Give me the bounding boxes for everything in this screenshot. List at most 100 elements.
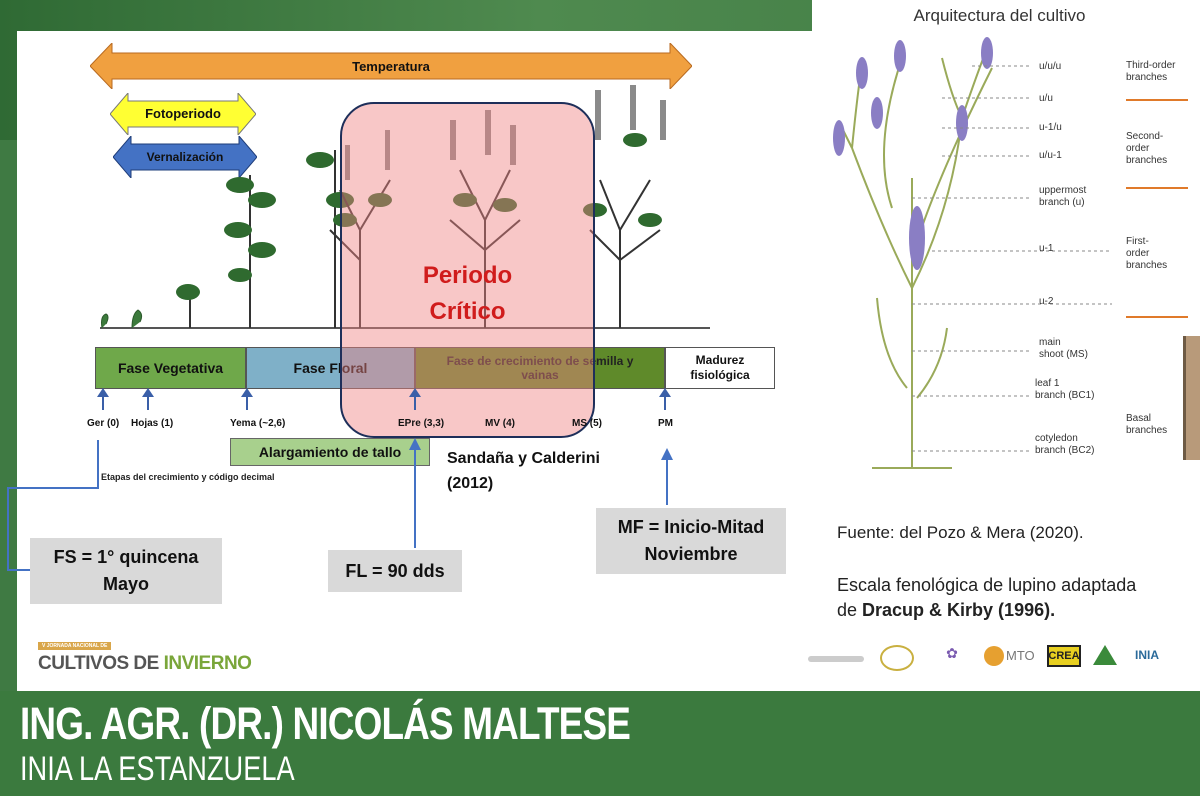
branch-order-second-l1: Second- bbox=[1126, 131, 1164, 142]
stem-elongation-box: Alargamiento de tallo bbox=[230, 438, 430, 466]
phase-seed-growth: Fase de crecimiento de semilla y vainas bbox=[415, 347, 665, 389]
plant-architecture-diagram bbox=[833, 37, 993, 469]
node-label-uuu: u/u/u bbox=[1039, 61, 1062, 72]
critical-period-box bbox=[340, 102, 595, 438]
phase-maturity: Madurez fisiológica bbox=[665, 347, 775, 389]
event-logo-main-a: CULTIVOS DE bbox=[38, 653, 164, 674]
fl-box: FL = 90 dds bbox=[328, 550, 462, 592]
branch-order-third: Third-order branches bbox=[1126, 60, 1175, 84]
logo-flower: ✿ bbox=[946, 645, 958, 661]
stage-arrow-epre bbox=[409, 388, 421, 410]
critical-period-label: Periodo Crítico bbox=[340, 258, 595, 330]
citation-line2: (2012) bbox=[447, 475, 494, 492]
stage-arrow-hojas bbox=[142, 388, 154, 410]
branch-order-first-l2: order bbox=[1126, 248, 1150, 259]
phase-floral-label: Fase Floral bbox=[293, 360, 368, 376]
growth-stages-note: Etapas del crecimiento y código decimal bbox=[101, 472, 275, 482]
branch-divider-1 bbox=[1126, 99, 1188, 101]
node-label-leaf1: leaf 1 branch (BC1) bbox=[1035, 378, 1094, 402]
node-label-main: main shoot (MS) bbox=[1039, 337, 1088, 361]
node-label-u-1: u-1 bbox=[1039, 243, 1054, 254]
node-label-uppermost-l2: branch (u) bbox=[1039, 197, 1085, 208]
source-citation: Fuente: del Pozo & Mera (2020). bbox=[837, 523, 1084, 542]
scale-note-line1: Escala fenológica de lupino adaptada bbox=[837, 575, 1137, 595]
photoperiod-arrow bbox=[110, 93, 256, 135]
mf-line1: MF = Inicio-Mitad bbox=[617, 517, 765, 537]
temperature-arrow bbox=[90, 43, 692, 89]
photo-fragment bbox=[1183, 336, 1200, 460]
stage-label-ger: Ger (0) bbox=[87, 418, 120, 429]
logo-placeholder-1 bbox=[808, 656, 864, 662]
scale-note: Escala fenológica de lupino adaptada de … bbox=[837, 573, 1136, 623]
branch-order-third-l1: Third-order bbox=[1126, 60, 1176, 71]
node-label-cotyledon: cotyledon branch (BC2) bbox=[1035, 433, 1094, 457]
node-label-main-l1: main bbox=[1039, 337, 1061, 348]
stage-label-epre: EPre (3,3) bbox=[398, 418, 445, 429]
branch-divider-3 bbox=[1126, 316, 1188, 318]
branch-divider-2 bbox=[1126, 187, 1188, 189]
critical-period-line1: Periodo bbox=[422, 262, 513, 289]
node-label-leaf1-l1: leaf 1 bbox=[1035, 378, 1060, 389]
temperature-label: Temperatura bbox=[352, 59, 430, 74]
branch-order-third-l2: branches bbox=[1126, 72, 1168, 83]
node-label-cotyledon-l2: branch (BC2) bbox=[1035, 445, 1095, 456]
speaker-banner bbox=[0, 691, 1200, 796]
event-logo: V JORNADA NACIONAL DE CULTIVOS DE INVIER… bbox=[38, 634, 252, 675]
node-label-cotyledon-l1: cotyledon bbox=[1035, 433, 1078, 444]
mf-box: MF = Inicio-Mitad Noviembre bbox=[596, 508, 786, 574]
branch-order-first-l1: First- bbox=[1126, 236, 1149, 247]
architecture-title: Arquitectura del cultivo bbox=[913, 6, 1086, 25]
logo-inia: INIA bbox=[1135, 648, 1159, 662]
logo-circle bbox=[880, 645, 914, 671]
node-label-leaf1-l2: branch (BC1) bbox=[1035, 390, 1095, 401]
stage-label-pm: PM bbox=[658, 418, 673, 429]
fl-line1: FL = 90 dds bbox=[345, 560, 445, 581]
branch-order-first-l3: branches bbox=[1126, 260, 1168, 271]
vernalization-arrow bbox=[113, 136, 257, 178]
speaker-affiliation: INIA LA ESTANZUELA bbox=[20, 750, 295, 788]
plant-growth-illustration bbox=[100, 85, 710, 329]
stem-elongation-label: Alargamiento de tallo bbox=[258, 444, 402, 460]
branch-order-basal-l1: Basal bbox=[1126, 413, 1152, 424]
logo-sun bbox=[984, 646, 1004, 666]
phase-maturity-label: Madurez fisiológica bbox=[690, 353, 750, 382]
citation-sandana: Sandaña y Calderini (2012) bbox=[447, 446, 600, 496]
phase-vegetative-label: Fase Vegetativa bbox=[117, 360, 224, 376]
connector-lines bbox=[7, 438, 673, 571]
node-label-uppermost-l1: uppermost bbox=[1039, 185, 1087, 196]
stage-arrow-pm bbox=[659, 388, 671, 410]
branch-order-second-l3: branches bbox=[1126, 155, 1168, 166]
branch-order-basal-l2: branches bbox=[1126, 425, 1168, 436]
node-label-u1u: u-1/u bbox=[1039, 122, 1062, 133]
node-label-uu: u/u bbox=[1039, 93, 1053, 104]
branch-order-first: First- order branches bbox=[1126, 236, 1167, 272]
branch-order-second: Second- order branches bbox=[1126, 131, 1167, 167]
node-label-uppermost: uppermost branch (u) bbox=[1039, 185, 1086, 209]
event-logo-main-b: INVIERNO bbox=[163, 653, 252, 674]
phase-vegetative: Fase Vegetativa bbox=[95, 347, 246, 389]
stage-label-ms: MS (5) bbox=[572, 418, 602, 429]
fs-box: FS = 1° quincena Mayo bbox=[30, 538, 222, 604]
phase-floral: Fase Floral bbox=[246, 347, 415, 389]
stage-label-hojas: Hojas (1) bbox=[131, 418, 174, 429]
vernalization-label: Vernalización bbox=[146, 150, 224, 164]
citation-line1: Sandaña y Calderini bbox=[447, 450, 600, 467]
scale-note-bold: Dracup & Kirby (1996). bbox=[862, 600, 1056, 620]
scale-note-prefix: de bbox=[837, 600, 863, 620]
node-label-u-2: u-2 bbox=[1039, 296, 1054, 307]
critical-period-line2: Crítico bbox=[429, 298, 506, 325]
logo-triangle bbox=[1093, 645, 1117, 665]
phase-seed-growth-label: Fase de crecimiento de semilla y vainas bbox=[446, 354, 634, 382]
node-dashed-lines bbox=[912, 65, 1112, 452]
fs-line2: Mayo bbox=[102, 574, 149, 594]
event-logo-small: V JORNADA NACIONAL DE bbox=[38, 642, 112, 650]
node-label-uu1: u/u-1 bbox=[1039, 150, 1062, 161]
stage-label-mv: MV (4) bbox=[485, 418, 515, 429]
node-label-main-l2: shoot (MS) bbox=[1039, 349, 1088, 360]
stage-arrow-yema bbox=[241, 388, 253, 410]
branch-order-second-l2: order bbox=[1126, 143, 1150, 154]
mf-line2: Noviembre bbox=[644, 544, 738, 564]
photoperiod-label: Fotoperiodo bbox=[145, 106, 221, 121]
logo-crea: CREA bbox=[1047, 645, 1081, 667]
logo-mto: MTO bbox=[1006, 648, 1035, 663]
